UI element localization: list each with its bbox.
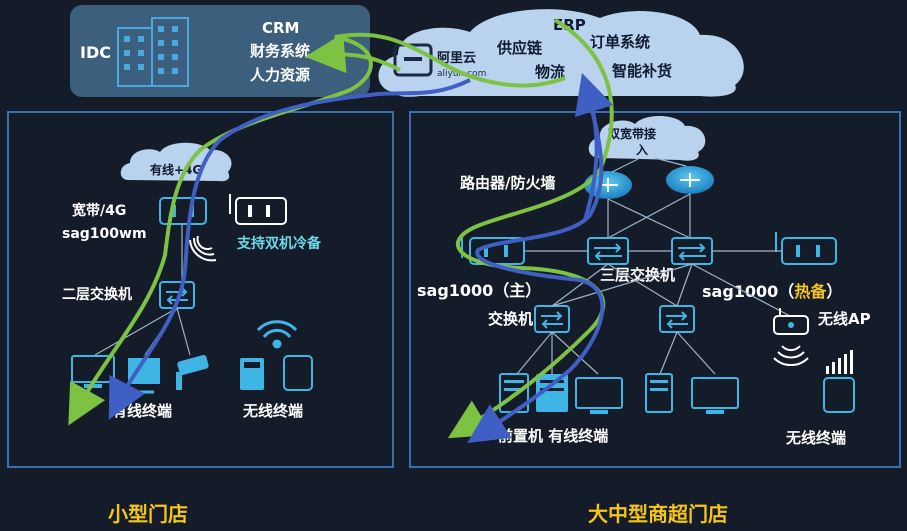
core-switch-icon-2 bbox=[671, 237, 713, 265]
cloud-app-erp: ERP bbox=[553, 16, 586, 34]
cloud-app-order-system: 订单系统 bbox=[590, 33, 650, 51]
wifi-icon bbox=[189, 235, 217, 262]
large-wired-label: 前置机 有线终端 bbox=[498, 427, 608, 445]
flow-path-green-idc bbox=[305, 33, 401, 74]
idc-box bbox=[70, 5, 370, 97]
signal-bars-icon bbox=[826, 350, 853, 374]
server-icon-2 bbox=[536, 374, 568, 412]
cloud-app-supply-chain: 供应链 bbox=[496, 39, 543, 57]
flow-path-blue-small bbox=[108, 78, 471, 420]
router-icon-2 bbox=[666, 166, 714, 194]
small-backup-label: 支持双机冷备 bbox=[236, 235, 322, 252]
pos-icon bbox=[240, 358, 264, 390]
large-store-title: 大中型商超门店 bbox=[588, 502, 728, 526]
small-gateway-label-2: sag100wm bbox=[62, 226, 147, 242]
ap-label: 无线AP bbox=[817, 310, 871, 328]
flow-path-blue-up bbox=[574, 72, 614, 221]
wifi-signal-icon bbox=[256, 320, 298, 349]
access-switch-label: 交换机 bbox=[488, 310, 533, 328]
cloud-app-logistics: 物流 bbox=[535, 63, 565, 81]
small-wan-cloud bbox=[120, 142, 232, 182]
tablet-icon-large bbox=[823, 377, 855, 413]
sag-standby-label: sag1000（热备） bbox=[702, 282, 842, 301]
access-switch-icon-1 bbox=[534, 305, 570, 333]
idc-app-crm: CRM bbox=[262, 19, 300, 37]
idc-app-hr: 人力资源 bbox=[250, 66, 310, 84]
small-wired-label: 有线终端 bbox=[112, 402, 172, 420]
large-wireless-label: 无线终端 bbox=[785, 429, 846, 447]
small-store-panel bbox=[7, 111, 394, 468]
idc-label: IDC bbox=[80, 43, 111, 62]
flow-paths bbox=[68, 18, 614, 443]
aliyun-name: 阿里云 bbox=[437, 51, 476, 66]
access-switch-icon-2 bbox=[659, 305, 695, 333]
sag-standby-prefix: sag1000（ bbox=[702, 282, 794, 301]
small-wan-label: 有线+4G bbox=[150, 162, 202, 177]
camera-icon bbox=[176, 355, 209, 390]
core-switch-icon-1 bbox=[587, 237, 629, 265]
ap-icon bbox=[773, 308, 809, 335]
small-wireless-label: 无线终端 bbox=[242, 402, 303, 420]
tablet-icon bbox=[283, 355, 313, 391]
large-router-label: 路由器/防火墙 bbox=[460, 174, 555, 192]
sag-standby-word: 热备 bbox=[794, 282, 827, 301]
idc-panel: IDC CRM 财务系统 人力资源 bbox=[70, 5, 370, 97]
backup-gateway-icon bbox=[229, 194, 287, 225]
idc-app-finance: 财务系统 bbox=[250, 42, 310, 60]
monitor-icon-large-2 bbox=[691, 377, 739, 414]
small-store-title: 小型门店 bbox=[108, 502, 188, 526]
server-icon-3 bbox=[645, 373, 673, 413]
monitor-icon-large-1 bbox=[575, 377, 623, 414]
sag-standby-icon bbox=[775, 232, 837, 265]
large-store: 双宽带接 入 路由器/防火墙 三层交换机 bbox=[417, 115, 871, 447]
flow-path-green-large bbox=[447, 18, 614, 439]
sag-standby-suffix: ） bbox=[826, 282, 842, 301]
building-icon bbox=[117, 17, 189, 87]
cloud-app-smart-replenish: 智能补货 bbox=[612, 62, 672, 80]
small-switch-label: 二层交换机 bbox=[62, 286, 132, 303]
large-wan-label-2: 入 bbox=[636, 143, 648, 157]
large-store-panel bbox=[409, 111, 901, 468]
flow-path-blue-large bbox=[467, 94, 605, 443]
small-store: 有线+4G 宽带/4G sag100wm 支持双机冷备 二层交换机 bbox=[62, 142, 322, 420]
flow-path-green-small bbox=[68, 32, 566, 426]
large-wan-cloud bbox=[588, 115, 706, 161]
ap-wifi-icon bbox=[773, 345, 809, 367]
sag-primary-label: sag1000（主） bbox=[417, 281, 541, 300]
large-wan-label-1: 双宽带接 bbox=[608, 126, 656, 141]
gateway-icon bbox=[159, 197, 207, 225]
small-gateway-label-1: 宽带/4G bbox=[72, 202, 126, 219]
